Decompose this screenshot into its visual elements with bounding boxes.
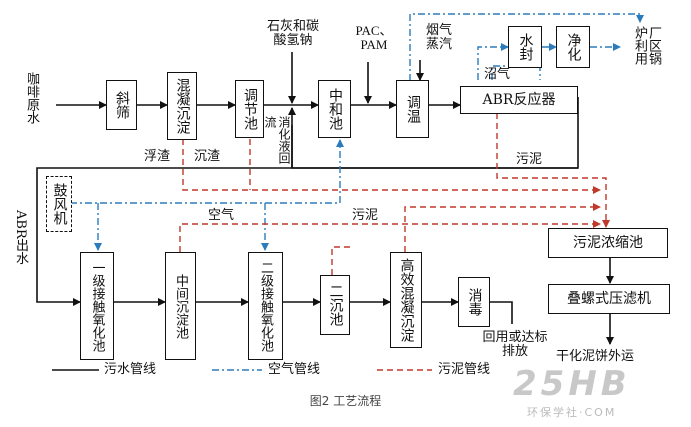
erchen-text: 二沉池: [327, 284, 344, 326]
fuzha-label: 浮渣: [144, 149, 171, 164]
biogas-label: 沼气: [484, 67, 511, 82]
zhonghe-box: 中和池: [318, 80, 351, 138]
zhongjian-text: 中间沉淀池: [173, 273, 188, 339]
hunning-box: 混凝沉淀: [167, 72, 197, 140]
zhongjian-box: 中间沉淀池: [165, 252, 196, 360]
erji-text: 二级接触氧化池: [258, 260, 273, 352]
jinghua-text: 净化: [565, 33, 582, 61]
wuni-label-1: 污泥: [516, 152, 543, 167]
outlet-label: 回用或达标排放: [482, 330, 548, 359]
factory-label: 厂区锅炉利用: [632, 26, 661, 65]
shuifeng-box: 水封: [508, 26, 542, 68]
abr-text: ABR反应器: [482, 91, 556, 108]
gufengji-text: 鼓风机: [51, 183, 68, 225]
tiaojie-box: 调节池: [235, 80, 264, 138]
yaluji-text: 叠螺式压滤机: [567, 290, 651, 307]
site-watermark: 25HB 环保学社·COM: [513, 364, 691, 424]
shuifeng-text: 水封: [517, 33, 534, 61]
sludge-lines: [179, 113, 610, 371]
wuni-label-2: 污泥: [352, 208, 379, 223]
xiaodu-text: 消毒: [466, 288, 483, 316]
jinghua-box: 净化: [556, 26, 590, 68]
legend-sewage-label: 污水管线: [104, 362, 157, 377]
air-lines: [70, 13, 644, 371]
yaluji-box: 叠螺式压滤机: [548, 284, 670, 314]
tiaowen-box: 调温: [396, 80, 429, 138]
smoke-label: 烟气蒸汽: [425, 23, 452, 52]
sewage-lines: [36, 52, 614, 371]
legend-sludge-label: 污泥管线: [438, 362, 491, 377]
hunning-text: 混凝沉淀: [174, 78, 191, 134]
watermark-site: 环保学社·COM: [527, 406, 617, 419]
abr-out-label: ABR出水: [13, 210, 28, 265]
tiaojie-text: 调节池: [242, 88, 258, 130]
lime-label: 石灰和碳酸氢钠: [266, 19, 319, 48]
nongsuo-text: 污泥浓缩池: [573, 234, 643, 251]
figure-caption: 图2 工艺流程: [309, 394, 382, 408]
watermark-brand: 25HB: [513, 364, 631, 404]
abr-box: ABR反应器: [460, 86, 578, 114]
gufengji-box: 鼓风机: [46, 176, 72, 232]
pac-label: PAC、PAM: [355, 23, 393, 52]
kongqi-label: 空气: [208, 208, 235, 223]
nongsuo-box: 污泥浓缩池: [548, 228, 668, 258]
gaoxiao-box: 高效混凝沉淀: [390, 252, 422, 348]
yiji-text: 一级接触氧化池: [89, 260, 105, 352]
xiesai-box: 斜筛: [106, 80, 137, 130]
xiaodu-box: 消毒: [458, 277, 490, 327]
erchen-box: 二沉池: [320, 275, 350, 335]
gaoxiao-text: 高效混凝沉淀: [398, 258, 415, 342]
feed-label: 咖啡原水: [24, 72, 39, 124]
tiaowen-text: 调温: [405, 95, 421, 123]
xiesai-text: 斜筛: [114, 91, 130, 119]
xiaohua-label: 消化液回流: [263, 116, 291, 164]
zhonghe-text: 中和池: [327, 88, 343, 130]
yiji-box: 一级接触氧化池: [80, 252, 114, 360]
cake-label: 干化泥饼外运: [556, 349, 635, 364]
chenzha-label: 沉渣: [194, 149, 221, 164]
legend-air-label: 空气管线: [268, 362, 321, 377]
erji-box: 二级接触氧化池: [248, 252, 283, 360]
